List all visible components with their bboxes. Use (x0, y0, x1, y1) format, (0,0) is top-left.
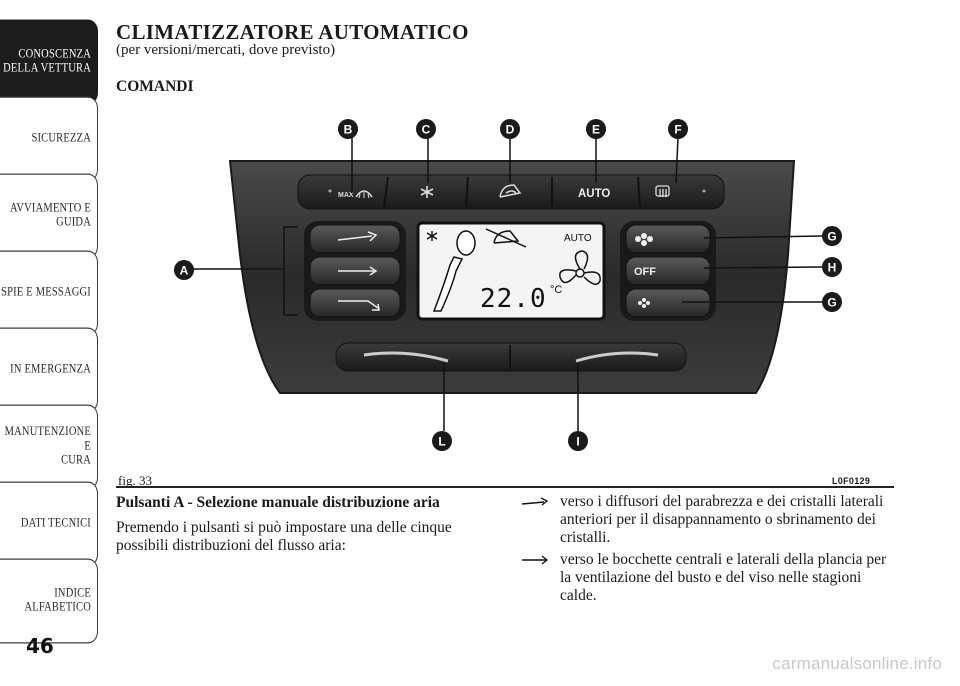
svg-text:I: I (576, 435, 579, 449)
callout-f: F (668, 119, 688, 139)
fan-increase-icon (635, 233, 653, 246)
svg-text:F: F (674, 123, 681, 137)
display-temperature: 22.0 (480, 284, 547, 314)
tab-dati-tecnici[interactable]: DATI TECNICI (0, 481, 98, 567)
windshield-flow-icon (520, 493, 560, 547)
ac-snowflake-icon (420, 186, 434, 198)
tab-label: CONOSCENZA DELLA VETTURA (3, 47, 91, 75)
page-title: CLIMATIZZATORE AUTOMATICO (116, 20, 469, 44)
callout-e: E (586, 119, 606, 139)
tab-sicurezza[interactable]: SICUREZZA (0, 96, 98, 182)
svg-text:D: D (506, 123, 515, 137)
recirculation-icon (499, 184, 522, 198)
display-recirculation-icon (485, 228, 527, 248)
watermark: carmanualsonline.info (772, 654, 942, 673)
tab-label: INDICE ALFABETICO (24, 586, 91, 614)
tab-manutenzione-e-cura[interactable]: MANUTENZIONE E CURA (0, 404, 98, 490)
callout-i: I (568, 431, 588, 451)
figure-code: L0F0129 (832, 476, 871, 486)
list-item: verso le bocchette centrali e laterali d… (520, 551, 900, 605)
max-defrost-icon: MAX (338, 190, 373, 199)
svg-text:E: E (592, 123, 600, 137)
left-column: Pulsanti A - Selezione manuale distribuz… (116, 493, 496, 555)
callout-b: B (338, 119, 358, 139)
bullet-text: verso i diffusori del parabrezza e dei c… (560, 493, 884, 546)
page-subtitle: (per versioni/mercati, dove previsto) (116, 42, 336, 58)
tab-conoscenza-della-vettura[interactable]: CONOSCENZA DELLA VETTURA (0, 19, 98, 105)
center-vent-flow-icon (520, 551, 560, 605)
callout-g-top: G (822, 226, 842, 246)
tab-label: AVVIAMENTO E GUIDA (9, 201, 91, 229)
figure-caption: fig. 33 (118, 473, 152, 488)
display-fan-icon (559, 250, 601, 285)
svg-text:L: L (438, 435, 445, 449)
bullet-text: verso le bocchette centrali e laterali d… (560, 551, 887, 604)
display-temperature-unit: °C (550, 284, 562, 296)
right-temperature-slider (575, 351, 659, 363)
rear-defrost-icon (655, 185, 670, 197)
climate-panel-figure: MAX AUTO (116, 105, 894, 490)
tab-label: DATI TECNICI (20, 516, 91, 530)
max-label: MAX (338, 192, 354, 199)
auto-button-label: AUTO (578, 188, 610, 200)
floor-flow-icon (338, 300, 380, 311)
fan-decrease-icon (638, 298, 650, 308)
svg-text:G: G (827, 230, 836, 244)
seat-occupant-icon (432, 230, 476, 312)
list-item: verso i diffusori del parabrezza e dei c… (520, 493, 900, 547)
figure-divider (116, 486, 894, 488)
callout-c: C (416, 119, 436, 139)
callout-g-bottom: G (822, 292, 842, 312)
svg-text:B: B (344, 123, 353, 137)
windshield-flow-icon (337, 231, 378, 242)
top-button-bar (297, 174, 725, 210)
svg-text:A: A (180, 264, 189, 278)
svg-text:H: H (828, 261, 837, 275)
center-vent-flow-icon (338, 266, 378, 276)
callout-l: L (432, 431, 452, 451)
tab-label: SICUREZZA (31, 131, 91, 145)
callout-h: H (822, 257, 842, 277)
section-heading: COMANDI (116, 78, 194, 95)
fan-off-label: OFF (634, 266, 656, 278)
tab-spie-e-messaggi[interactable]: SPIE E MESSAGGI (0, 250, 98, 336)
left-temperature-slider (363, 351, 449, 363)
tab-indice-alfabetico[interactable]: INDICE ALFABETICO (0, 558, 98, 644)
display-ac-icon (426, 231, 438, 241)
tab-in-emergenza[interactable]: IN EMERGENZA (0, 327, 98, 413)
callout-a: A (174, 260, 194, 280)
svg-text:C: C (422, 123, 431, 137)
buttons-a-heading: Pulsanti A - Selezione manuale distribuz… (116, 494, 440, 511)
display-mode: AUTO (564, 233, 592, 244)
callout-d: D (500, 119, 520, 139)
page-number: 46 (26, 634, 54, 658)
tab-label: MANUTENZIONE E CURA (4, 425, 91, 468)
tab-avviamento-e-guida[interactable]: AVVIAMENTO E GUIDA (0, 173, 98, 259)
tab-label: SPIE E MESSAGGI (1, 285, 91, 299)
svg-text:G: G (827, 296, 836, 310)
tab-label: IN EMERGENZA (10, 362, 91, 376)
right-column: verso i diffusori del parabrezza e dei c… (520, 493, 900, 609)
buttons-a-description: Premendo i pulsanti si può impostare una… (116, 519, 452, 554)
